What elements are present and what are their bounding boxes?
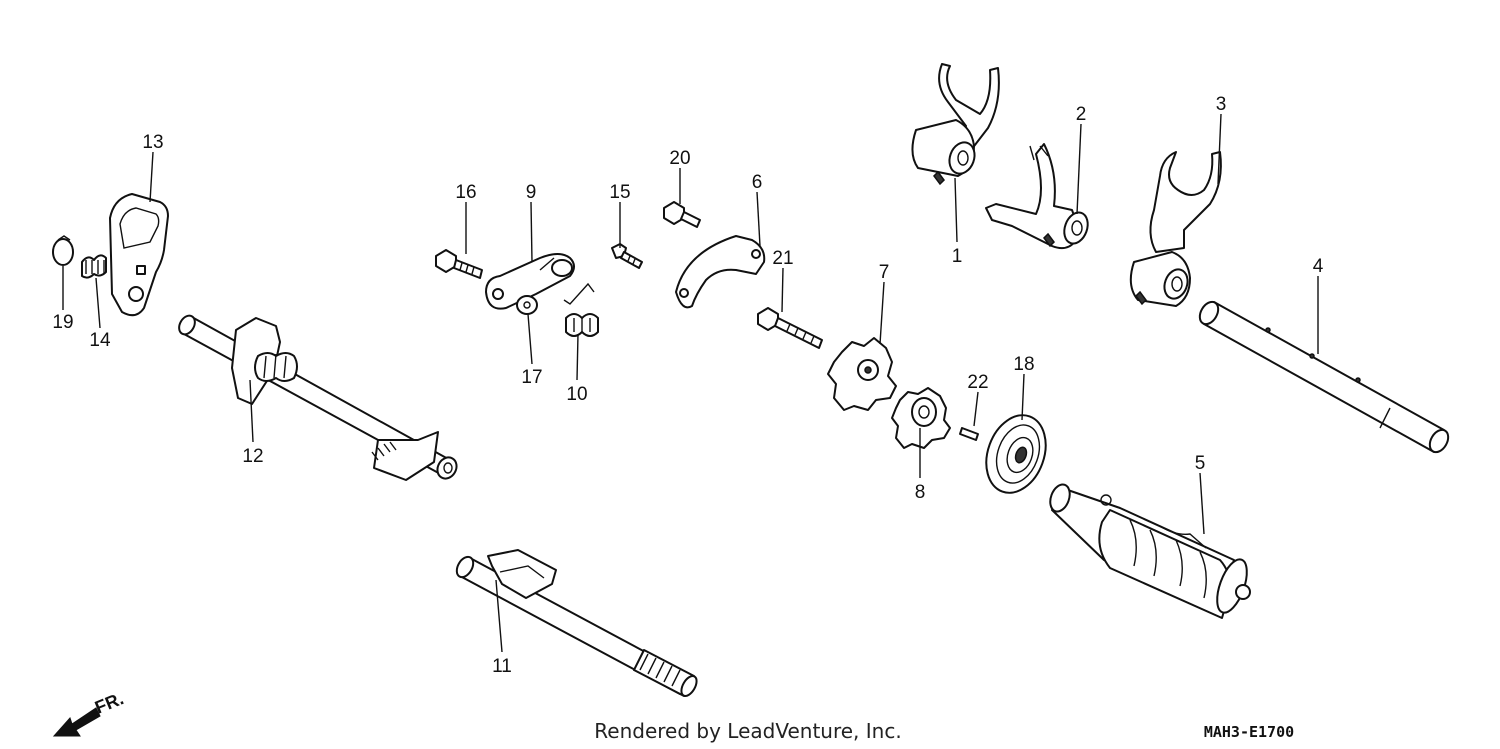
callout-20: 20 <box>669 148 690 169</box>
callout-12: 12 <box>242 446 263 467</box>
part-14-spring[interactable] <box>81 254 107 279</box>
callout-8: 8 <box>915 482 926 503</box>
callout-4: 4 <box>1313 256 1324 277</box>
callout-2: 2 <box>1076 104 1087 125</box>
callout-1: 1 <box>952 246 963 267</box>
part-6-guide-plate[interactable] <box>675 235 766 309</box>
part-20-bolt[interactable] <box>663 201 701 228</box>
callout-22: 22 <box>967 372 988 393</box>
callout-18: 18 <box>1013 354 1034 375</box>
part-9-stopper-arm[interactable] <box>485 253 575 310</box>
front-arrow-icon <box>52 707 101 737</box>
part-1-shift-fork[interactable] <box>911 63 1000 186</box>
front-direction-label: FR. <box>92 688 126 717</box>
diagram-code: MAH3-E1700 <box>1204 723 1294 741</box>
callout-11: 11 <box>492 656 512 677</box>
callout-7: 7 <box>879 262 890 283</box>
part-8-drum-center[interactable] <box>891 387 951 449</box>
part-5-shift-drum[interactable] <box>1047 482 1253 619</box>
part-22-dowel-pin[interactable] <box>959 427 979 441</box>
callout-9: 9 <box>526 182 537 203</box>
callout-17: 17 <box>521 367 542 388</box>
callouts: 1 2 3 4 5 6 7 8 9 10 11 12 13 14 15 16 1… <box>52 94 1323 677</box>
part-21-bolt[interactable] <box>757 307 823 349</box>
part-11-spindle[interactable] <box>453 549 699 699</box>
callout-3: 3 <box>1216 94 1227 115</box>
part-4-fork-shaft[interactable] <box>1196 299 1452 456</box>
callout-16: 16 <box>455 182 476 203</box>
part-16-bolt[interactable] <box>435 249 483 279</box>
part-15-screw[interactable] <box>611 243 643 269</box>
part-18-bearing[interactable] <box>976 407 1056 501</box>
part-10-return-spring[interactable] <box>563 282 599 337</box>
callout-6: 6 <box>752 172 763 193</box>
callout-15: 15 <box>609 182 630 203</box>
part-2-shift-fork[interactable] <box>985 143 1092 250</box>
callout-19: 19 <box>52 312 73 333</box>
callout-21: 21 <box>772 248 793 269</box>
callout-14: 14 <box>89 330 111 351</box>
footer-credit: Rendered by LeadVenture, Inc. <box>594 719 901 743</box>
part-17-washer[interactable] <box>516 295 538 315</box>
callout-10: 10 <box>566 384 587 405</box>
part-7-drum-center[interactable] <box>827 337 897 411</box>
leader-lines <box>62 113 1319 653</box>
callout-5: 5 <box>1195 453 1206 474</box>
front-direction-indicator: FR. <box>52 688 126 737</box>
callout-13: 13 <box>142 132 163 153</box>
part-12-shift-spindle[interactable] <box>176 313 460 482</box>
part-13-stopper-plate[interactable] <box>109 193 169 317</box>
part-3-shift-fork[interactable] <box>1129 151 1222 307</box>
part-19-circlip[interactable] <box>52 235 74 266</box>
